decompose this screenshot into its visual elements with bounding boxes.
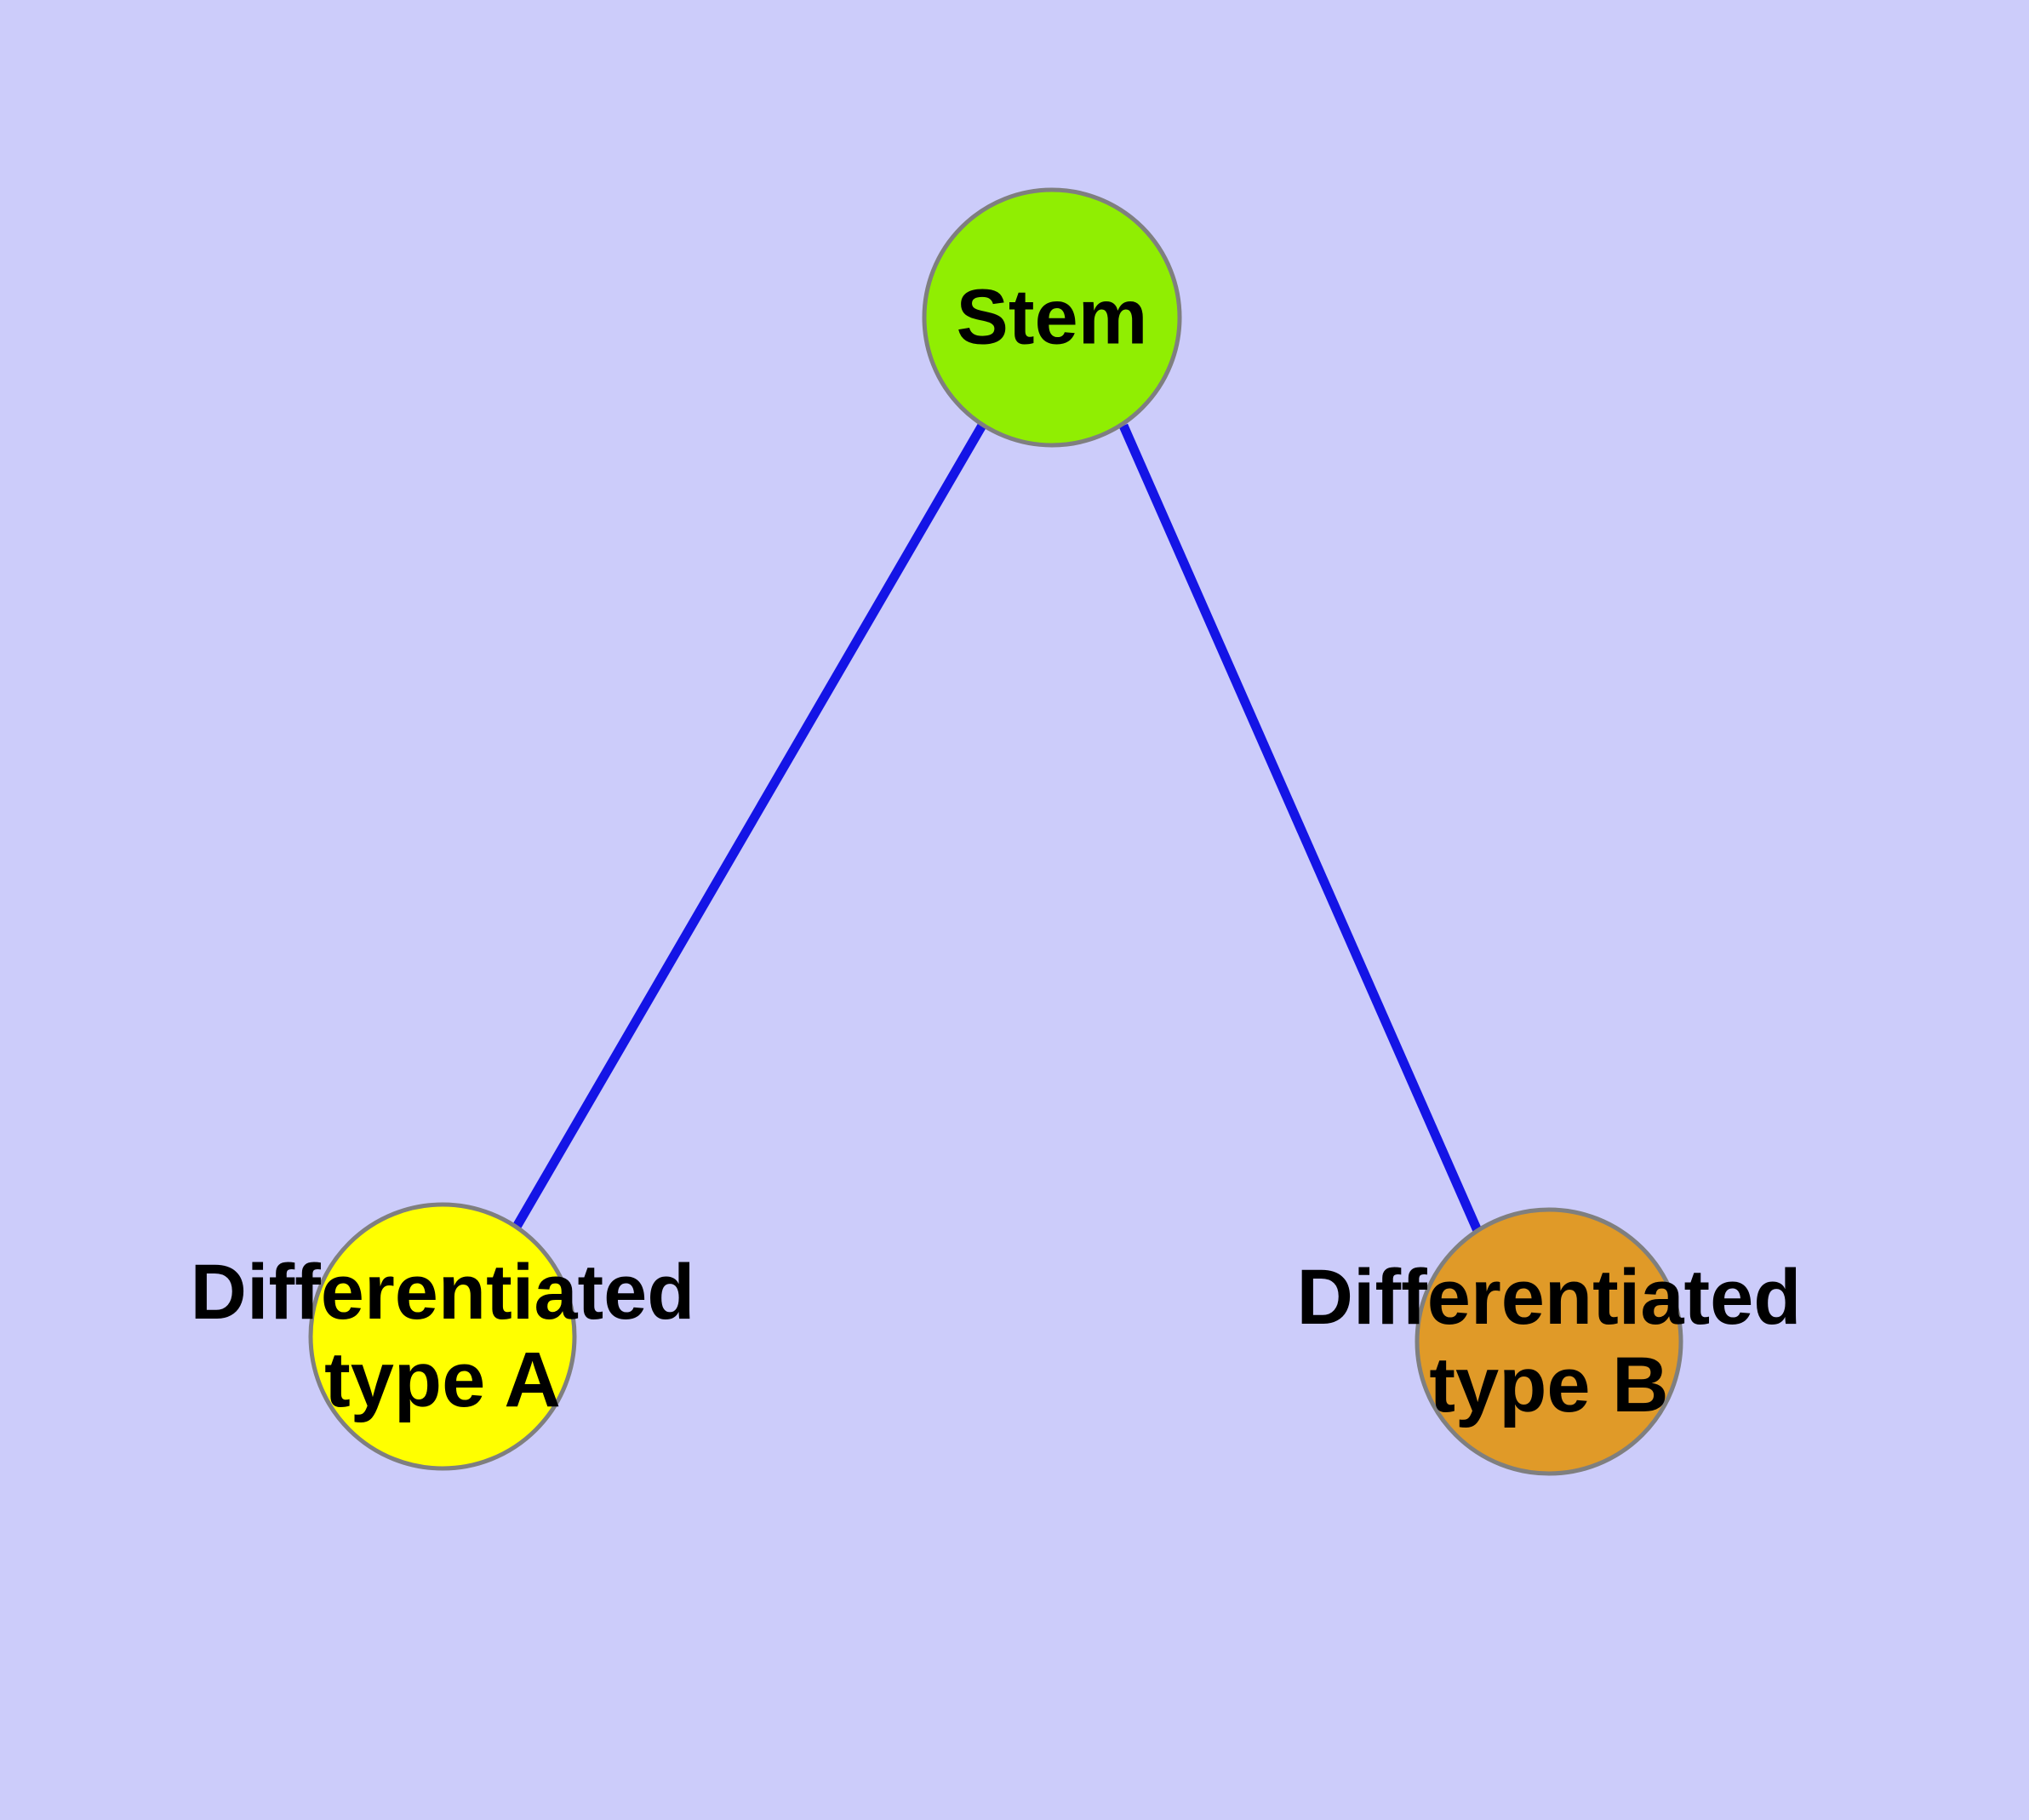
edge-stem-to-diff-a[interactable] bbox=[512, 421, 987, 1229]
node-diff-a[interactable] bbox=[308, 1202, 577, 1471]
node-stem[interactable] bbox=[922, 187, 1182, 448]
node-diff-b[interactable] bbox=[1415, 1207, 1683, 1476]
nodes-group bbox=[308, 187, 1683, 1476]
edge-stem-to-diff-b[interactable] bbox=[1118, 423, 1483, 1235]
edges-group bbox=[512, 421, 1483, 1235]
